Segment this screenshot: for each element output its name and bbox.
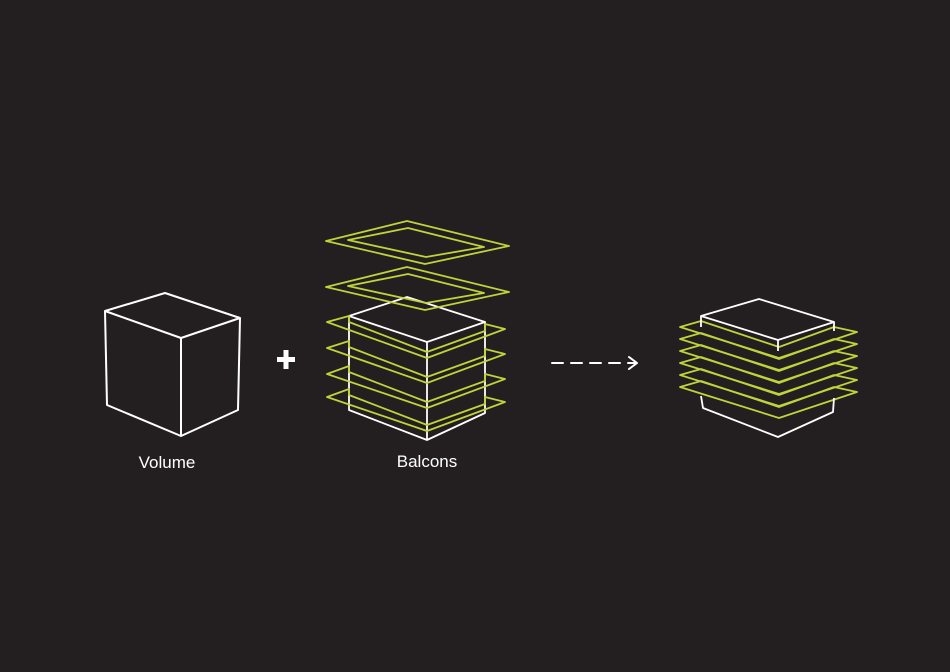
plus-icon xyxy=(277,350,295,369)
volume-cube xyxy=(104,292,241,437)
balcons-label: Balcons xyxy=(396,452,458,471)
dashed-arrow-right-icon xyxy=(551,356,638,370)
balcony-slabs xyxy=(326,315,506,432)
result-slabs xyxy=(679,320,858,419)
result-core xyxy=(700,298,835,438)
volume-label: Volume xyxy=(138,453,196,472)
result-building xyxy=(679,298,858,438)
balcony-rings xyxy=(325,220,510,311)
balcons-stack xyxy=(325,220,510,441)
